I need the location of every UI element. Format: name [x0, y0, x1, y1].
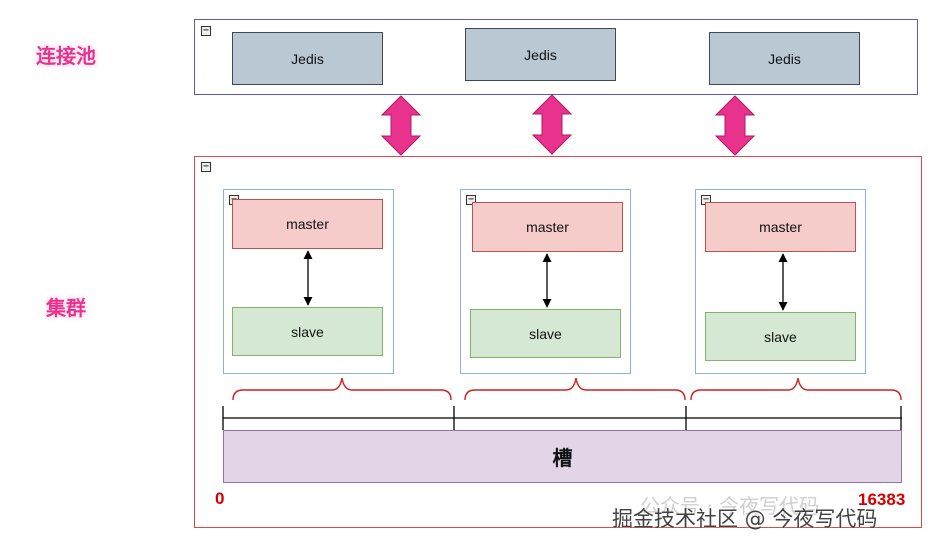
slot-brace-3: [690, 377, 902, 401]
pool-collapse-toggle[interactable]: −: [201, 25, 211, 36]
cluster-collapse-toggle[interactable]: −: [201, 161, 211, 172]
master-node-2: master: [472, 202, 623, 252]
slot-range-start: 0: [215, 489, 225, 508]
master-node-3: master: [705, 202, 856, 252]
pool-cluster-link-1: [380, 95, 422, 156]
slot-ruler: [222, 406, 902, 430]
master-node-1: master: [232, 199, 383, 249]
slot-brace-2: [464, 377, 686, 401]
jedis-client-3: Jedis: [709, 32, 860, 85]
pool-cluster-link-3: [714, 95, 756, 156]
slot-range-end: 16383: [858, 490, 906, 509]
connection-pool-label: 连接池: [36, 44, 96, 68]
cluster-container: [194, 156, 922, 528]
pool-cluster-link-2: [531, 94, 573, 155]
node-group-2-collapse-toggle[interactable]: −: [466, 194, 476, 205]
cluster-label: 集群: [46, 296, 86, 320]
slot-brace-1: [232, 377, 452, 401]
jedis-client-2: Jedis: [465, 28, 616, 81]
watermark-faint: 公众号 · 今夜写代码: [640, 494, 820, 518]
slave-node-3: slave: [705, 312, 856, 361]
connection-pool-container: [194, 19, 918, 95]
slave-node-2: slave: [470, 309, 621, 358]
slot-bar: 槽: [223, 430, 902, 483]
watermark-main: 掘金技术社区 @ 今夜写代码: [612, 507, 878, 531]
slave-node-1: slave: [232, 307, 383, 356]
jedis-client-1: Jedis: [232, 32, 383, 85]
